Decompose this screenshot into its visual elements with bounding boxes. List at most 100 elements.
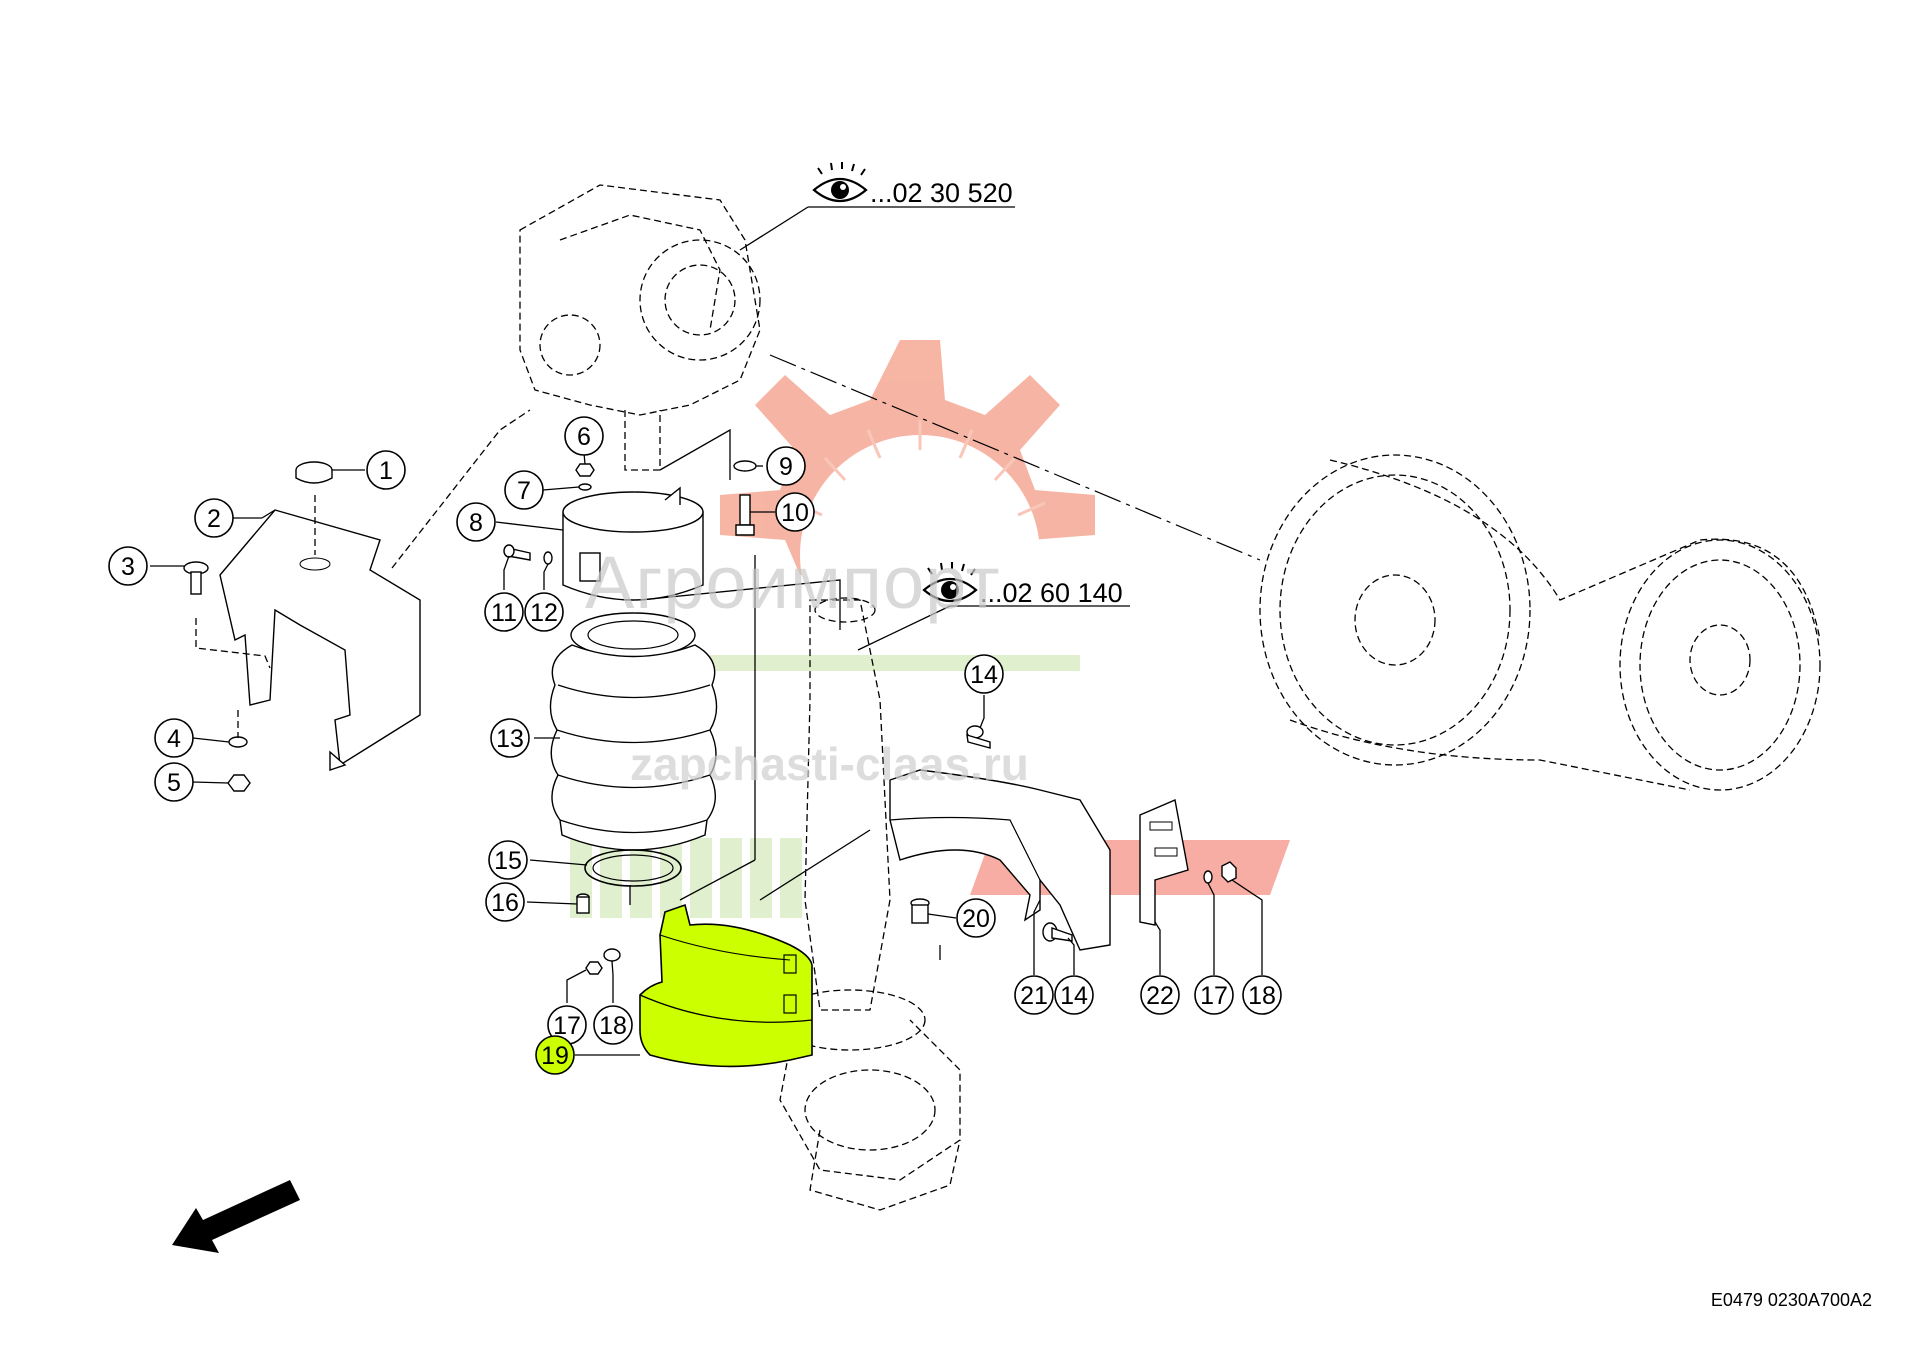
part-6-nut [575, 463, 595, 477]
callout-number: 19 [541, 1042, 569, 1070]
callout-circle [490, 718, 530, 758]
callout-circle [456, 502, 496, 542]
callout-21[interactable]: 21 [1014, 975, 1054, 1015]
callout-circle [964, 654, 1004, 694]
callout-14[interactable]: 14 [964, 654, 1004, 694]
part-21-bracket [889, 769, 1111, 951]
callout-number: 9 [779, 453, 793, 481]
callout-number: 6 [577, 423, 591, 451]
part-11-screw [503, 544, 531, 561]
callout-18[interactable]: 18 [593, 1005, 633, 1045]
callout-circle [1194, 975, 1234, 1015]
eye-icon [922, 562, 978, 603]
callout-8[interactable]: 8 [456, 502, 496, 542]
callout-circle [488, 840, 528, 880]
part-17-washer-right [1203, 870, 1213, 884]
callout-circle [1054, 975, 1094, 1015]
callout-circle [154, 762, 194, 802]
callout-circle [1014, 975, 1054, 1015]
gearbox-housing-dashed [519, 184, 761, 471]
callout-11[interactable]: 11 [484, 592, 524, 632]
part-1-cap [295, 461, 333, 484]
drawing-code: E0479 0230A700A2 [1710, 1290, 1872, 1310]
callout-circle [485, 882, 525, 922]
part-3-bolt [183, 561, 209, 595]
callout-circle [593, 1005, 633, 1045]
callout-5[interactable]: 5 [154, 762, 194, 802]
callout-number: 16 [491, 889, 519, 917]
callout-number: 13 [496, 725, 524, 753]
part-19-shield-highlighted[interactable] [639, 903, 813, 1068]
callout-2[interactable]: 2 [194, 498, 234, 538]
part-12-washer [543, 551, 553, 565]
part-2-guard-cover [219, 509, 421, 771]
callout-number: 2 [207, 505, 221, 533]
reference-label-2[interactable]: ...02 60 140 [922, 562, 1123, 608]
callout-circle [1242, 975, 1282, 1015]
callout-17[interactable]: 17 [1194, 975, 1234, 1015]
callout-20[interactable]: 20 [956, 898, 996, 938]
callout-number: 8 [469, 509, 483, 537]
arrow-down-left-icon [172, 1180, 300, 1253]
callout-number: 20 [962, 905, 990, 933]
callout-number: 7 [517, 477, 531, 505]
callout-22[interactable]: 22 [1140, 975, 1180, 1015]
part-5-nut [227, 774, 251, 792]
callout-circle [366, 450, 406, 490]
callout-number: 14 [970, 661, 998, 689]
part-13-bellows [549, 612, 718, 851]
callout-circle [775, 492, 815, 532]
callout-number: 18 [1248, 982, 1276, 1010]
part-18-washer [603, 948, 621, 962]
watermark-brand-text: Агроимпорт [585, 541, 1001, 624]
part-18-nut-right [1221, 861, 1237, 883]
callout-1[interactable]: 1 [366, 450, 406, 490]
callout-number: 14 [1060, 982, 1088, 1010]
leader-lines [150, 206, 1263, 1056]
callout-12[interactable]: 12 [524, 592, 564, 632]
callout-circle [484, 592, 524, 632]
part-15-clamp-ring [584, 849, 682, 887]
callout-circle [956, 898, 996, 938]
callout-3[interactable]: 3 [108, 546, 148, 586]
part-16-screw [576, 893, 590, 914]
callout-number: 5 [167, 769, 181, 797]
callout-13[interactable]: 13 [490, 718, 530, 758]
callout-7[interactable]: 7 [504, 470, 544, 510]
callout-14[interactable]: 14 [1054, 975, 1094, 1015]
callout-15[interactable]: 15 [488, 840, 528, 880]
part-14-screw-bottom [1042, 922, 1073, 942]
part-7-washer [578, 483, 592, 491]
part-10-bolt [735, 494, 755, 536]
callout-circle [524, 592, 564, 632]
callout-9[interactable]: 9 [766, 446, 806, 486]
callout-number: 21 [1020, 982, 1048, 1010]
part-4-washer [228, 736, 248, 748]
callout-number: 11 [491, 599, 517, 627]
part-22-plate [1139, 799, 1189, 926]
belt-drive-dashed [1259, 454, 1821, 791]
callout-number: 1 [379, 457, 393, 485]
callout-10[interactable]: 10 [775, 492, 815, 532]
centerline [769, 354, 1261, 561]
callout-6[interactable]: 6 [564, 416, 604, 456]
callout-number: 22 [1146, 982, 1174, 1010]
callout-circle [504, 470, 544, 510]
drive-shaft-dashed [774, 597, 961, 1211]
callout-number: 10 [781, 499, 809, 527]
callout-number: 3 [121, 553, 135, 581]
reference-label-1[interactable]: ...02 30 520 [812, 162, 1013, 208]
assembly-dashed-links [195, 409, 941, 960]
callout-19[interactable]: 19 [535, 1035, 575, 1075]
callout-circle [535, 1035, 575, 1075]
callout-circle [108, 546, 148, 586]
part-17-nut [585, 961, 603, 975]
callout-4[interactable]: 4 [154, 718, 194, 758]
part-9-washer [733, 460, 757, 472]
callout-16[interactable]: 16 [485, 882, 525, 922]
part-20-screw [910, 898, 930, 924]
callout-18[interactable]: 18 [1242, 975, 1282, 1015]
